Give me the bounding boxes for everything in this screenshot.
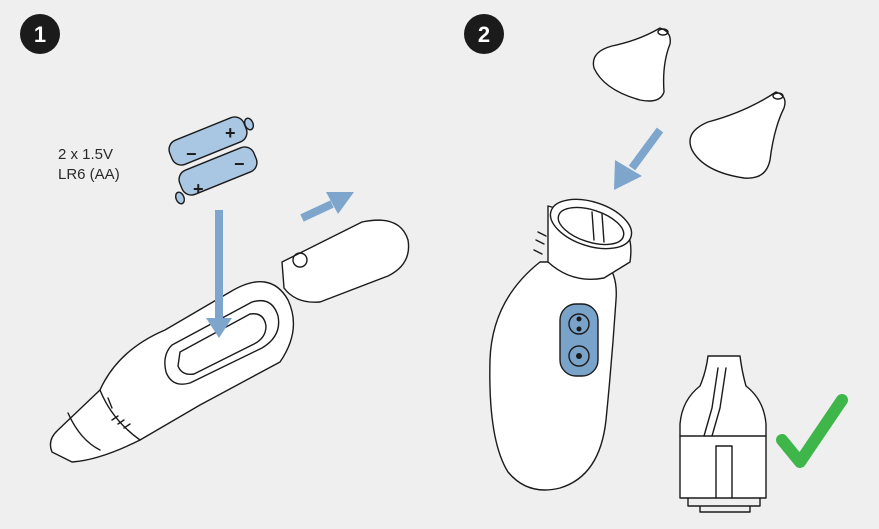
battery-bottom-body — [178, 146, 258, 196]
battery-spec-type: LR6 (AA) — [58, 166, 120, 183]
button-upper — [568, 313, 590, 335]
battery-bottom-terminal — [174, 191, 186, 205]
upright-tube — [591, 211, 605, 243]
attach-arrow-head — [614, 160, 642, 190]
nozzle-assembled-outline — [679, 355, 767, 499]
aspirator-body-open — [49, 281, 295, 463]
battery-spec: 2 x 1.5V LR6 (AA) — [58, 145, 120, 185]
nozzle-tip-lower — [689, 91, 786, 179]
attach-arrow-shaft — [628, 127, 664, 171]
button-upper-dot-a — [576, 316, 582, 322]
battery-top: − + — [168, 116, 255, 166]
cover-arrow-head — [326, 192, 354, 214]
step-2-badge: 2 — [464, 14, 504, 54]
nozzle-assembled-tube — [703, 367, 727, 437]
cover-arrow — [300, 192, 354, 222]
nozzle-tip-upper — [592, 27, 671, 102]
insert-arrow-head — [206, 318, 232, 338]
button-upper-dot-b — [576, 326, 582, 332]
battery-compartment — [164, 299, 280, 385]
attach-arrow — [614, 127, 664, 190]
battery-cover — [281, 219, 410, 303]
step-1-badge: 1 — [20, 14, 60, 54]
grip-marks — [111, 415, 131, 429]
battery-top-plus: + — [225, 123, 236, 143]
battery-compartment-inner — [177, 313, 267, 376]
button-lower-dot — [576, 353, 582, 359]
cover-arrow-shaft — [300, 200, 334, 222]
nozzle-assembled — [679, 355, 767, 513]
battery-top-minus: − — [186, 144, 197, 164]
battery-spec-voltage: 2 x 1.5V — [58, 146, 114, 163]
step-1-circle — [20, 14, 60, 54]
nozzle-assembled-slot — [715, 445, 733, 499]
battery-cover-outline — [281, 219, 410, 303]
upright-opening — [549, 198, 633, 250]
nozzle-assembled-base — [687, 497, 761, 513]
checkmark-icon — [776, 394, 848, 468]
nozzle-tip-upper-outline — [592, 27, 671, 102]
insert-arrow — [206, 210, 232, 338]
nozzle-tip-lower-hole — [772, 92, 784, 100]
battery-bottom-plus: + — [193, 179, 204, 199]
battery-top-terminal — [243, 117, 255, 131]
battery-bottom-minus: − — [234, 154, 245, 174]
step-2-circle — [464, 14, 504, 54]
aspirator-body-upright — [489, 198, 633, 491]
battery-cover-latch — [292, 252, 308, 268]
step-2-number: 2 — [478, 22, 490, 47]
marker-line — [107, 397, 113, 409]
nozzle-tip-upper-hole — [657, 28, 669, 36]
upright-body-outline — [489, 261, 617, 491]
battery-bottom: + − — [174, 146, 258, 205]
nozzle-tip-lower-outline — [689, 91, 786, 179]
upright-grip-marks — [533, 231, 547, 255]
step-1-number: 1 — [34, 22, 46, 47]
aspirator-tip-seam — [67, 412, 101, 451]
upright-opening-inner — [557, 206, 625, 246]
